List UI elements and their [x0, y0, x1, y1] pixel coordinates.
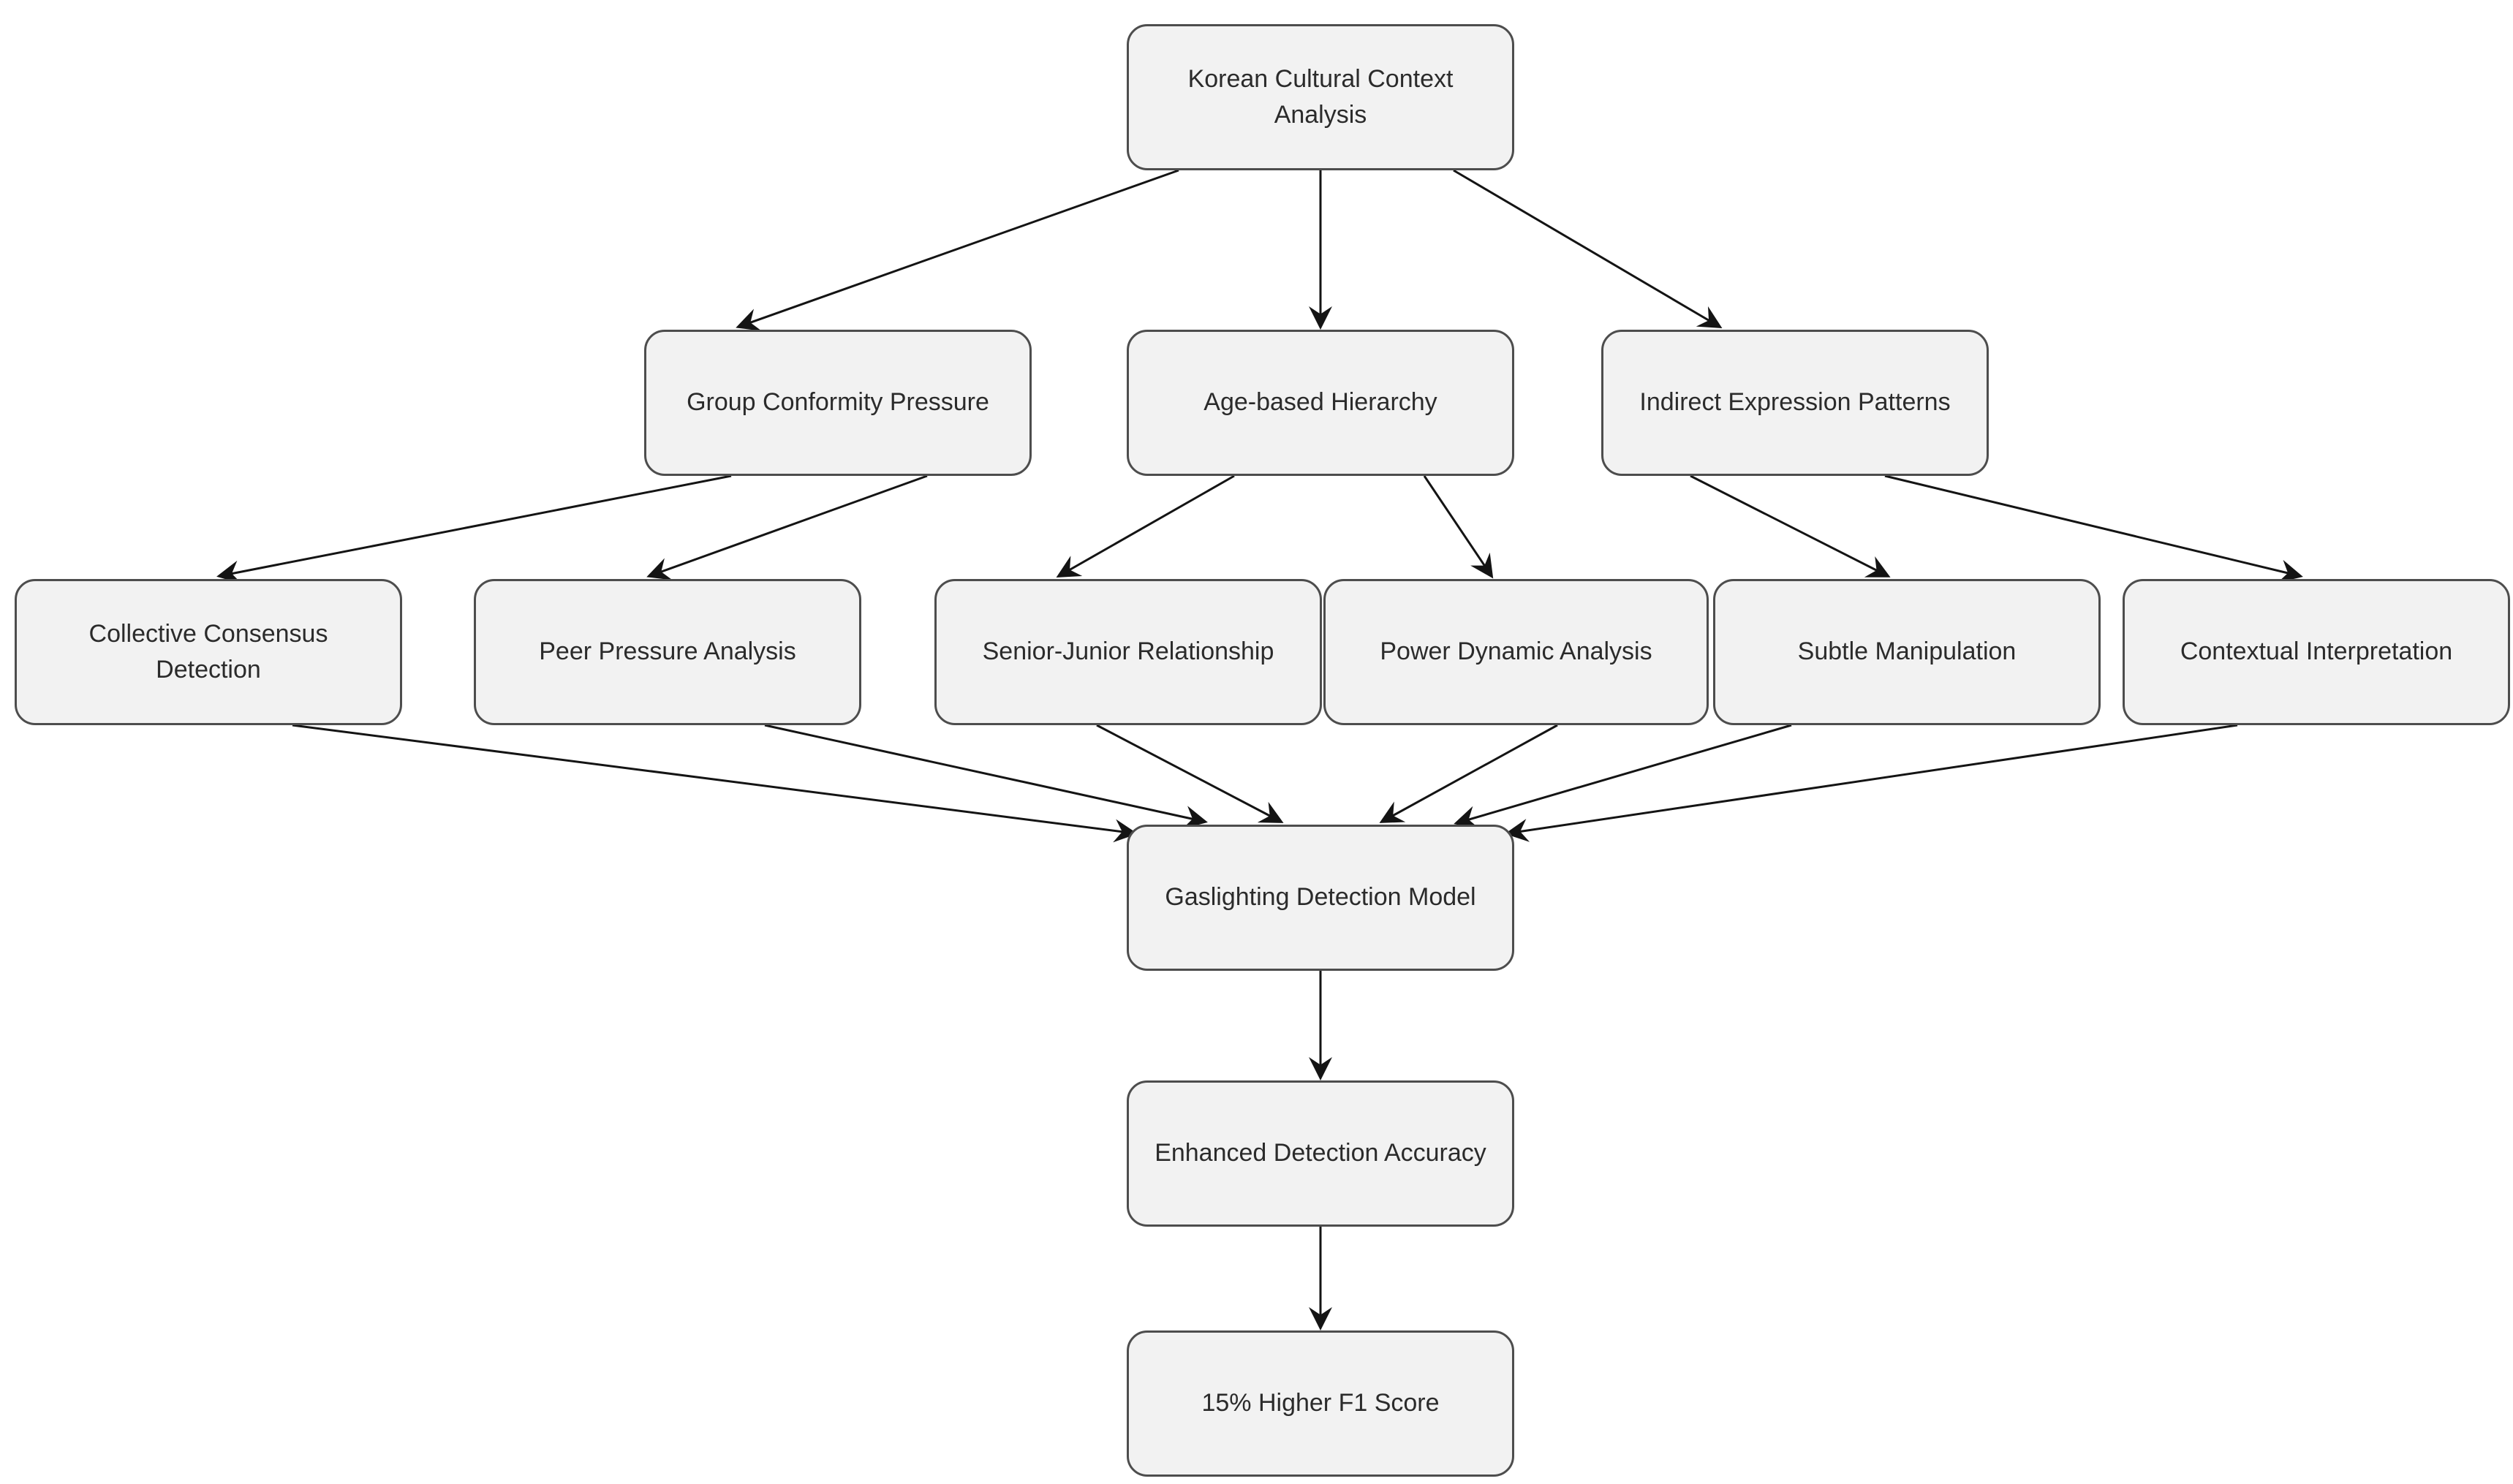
edge-abh-pda: [1423, 475, 1494, 579]
node-gcp: Group Conformity Pressure: [644, 330, 1032, 476]
node-label: Collective Consensus Detection: [88, 619, 328, 684]
node-label: Power Dynamic Analysis: [1380, 637, 1652, 666]
node-label: Korean Cultural Context Analysis: [1187, 64, 1454, 129]
edge-kcca-gcp: [736, 169, 1179, 331]
edge-iep-sm: [1690, 474, 1891, 578]
node-label: Contextual Interpretation: [2180, 637, 2453, 666]
node-label: 15% Higher F1 Score: [1201, 1389, 1440, 1417]
node-label: Gaslighting Detection Model: [1165, 883, 1476, 912]
node-sm: Subtle Manipulation: [1713, 579, 2101, 725]
node-label: Indirect Expression Patterns: [1639, 388, 1951, 417]
node-f1: 15% Higher F1 Score: [1127, 1330, 1514, 1477]
node-pda: Power Dynamic Analysis: [1323, 579, 1709, 725]
node-iep: Indirect Expression Patterns: [1601, 330, 1989, 476]
edge-iep-ci: [1884, 474, 2303, 583]
edge-ccd-gdm: [292, 724, 1138, 843]
node-label: Group Conformity Pressure: [687, 388, 989, 417]
edge-sjr-gdm: [1096, 724, 1284, 823]
node-label: Subtle Manipulation: [1797, 637, 2017, 666]
node-sjr: Senior-Junior Relationship: [934, 579, 1322, 725]
edge-ci-gdm: [1505, 724, 2238, 842]
node-gdm: Gaslighting Detection Model: [1127, 825, 1514, 971]
node-label: Enhanced Detection Accuracy: [1155, 1139, 1486, 1167]
node-label: Senior-Junior Relationship: [982, 637, 1274, 666]
edge-sm-gdm: [1454, 724, 1792, 829]
edge-gcp-ppa: [646, 474, 928, 580]
node-label: Age-based Hierarchy: [1203, 388, 1437, 417]
node-kcca: Korean Cultural Context Analysis: [1127, 24, 1514, 170]
edge-ppa-gdm: [764, 724, 1208, 829]
edge-abh-sjr: [1056, 474, 1235, 578]
node-eda: Enhanced Detection Accuracy: [1127, 1080, 1514, 1227]
edge-pda-gdm: [1379, 724, 1558, 823]
node-abh: Age-based Hierarchy: [1127, 330, 1514, 476]
node-ccd: Collective Consensus Detection: [15, 579, 402, 725]
node-ppa: Peer Pressure Analysis: [474, 579, 861, 725]
node-label: Peer Pressure Analysis: [539, 637, 796, 666]
node-ci: Contextual Interpretation: [2123, 579, 2510, 725]
edge-gcp-ccd: [216, 474, 732, 584]
edge-kcca-iep: [1453, 169, 1723, 329]
